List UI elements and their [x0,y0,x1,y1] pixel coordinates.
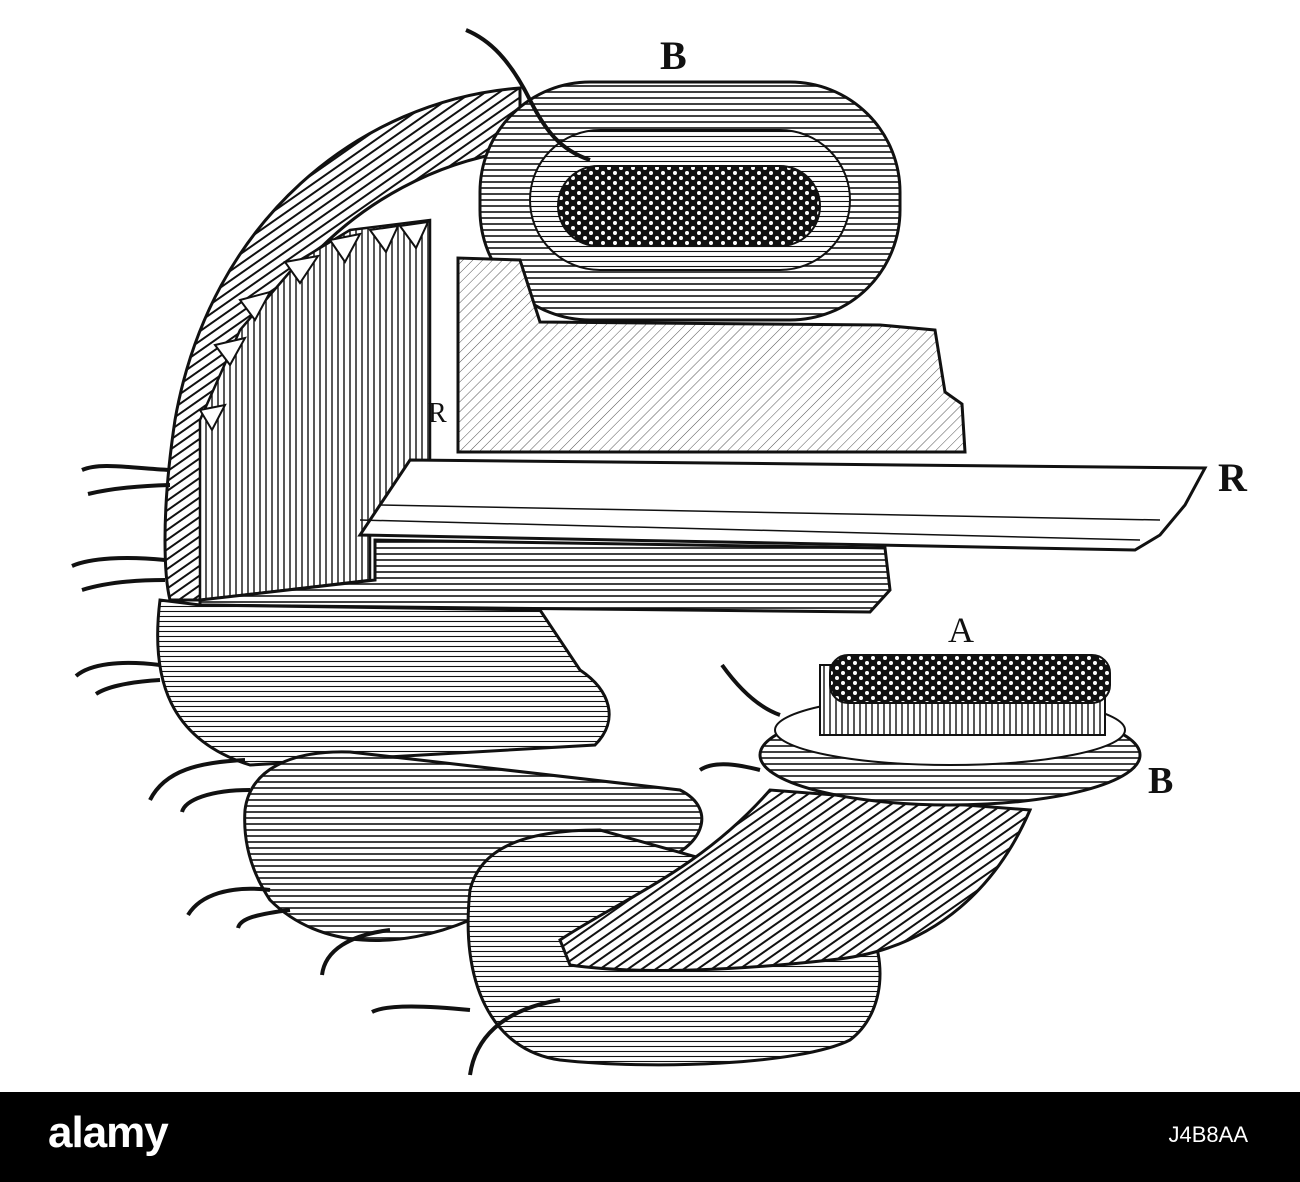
image-id: J4B8AA [1168,1122,1249,1147]
label-b-right: B [1148,760,1174,802]
sweeping-band [558,788,1033,972]
fan-tips [198,220,430,433]
engraving-drawing [71,28,1208,1076]
label-r-inner: R [428,398,447,429]
label-b-top: B [660,33,687,78]
coil-winding-engraving: B R R A B [71,28,1247,1076]
label-r-right: R [1218,455,1247,500]
core-a-dotted [829,654,1111,704]
top-coil-core [557,165,821,247]
left-lead-wires [71,463,781,1076]
lower-left-winding [156,598,611,767]
bar-r [357,458,1208,552]
brand-logo: alamy [48,1108,169,1157]
label-a: A [948,610,974,650]
top-lead-wire [465,28,591,162]
inner-plate [456,256,967,454]
watermark-footer: alamy J4B8AA [0,1092,1300,1182]
